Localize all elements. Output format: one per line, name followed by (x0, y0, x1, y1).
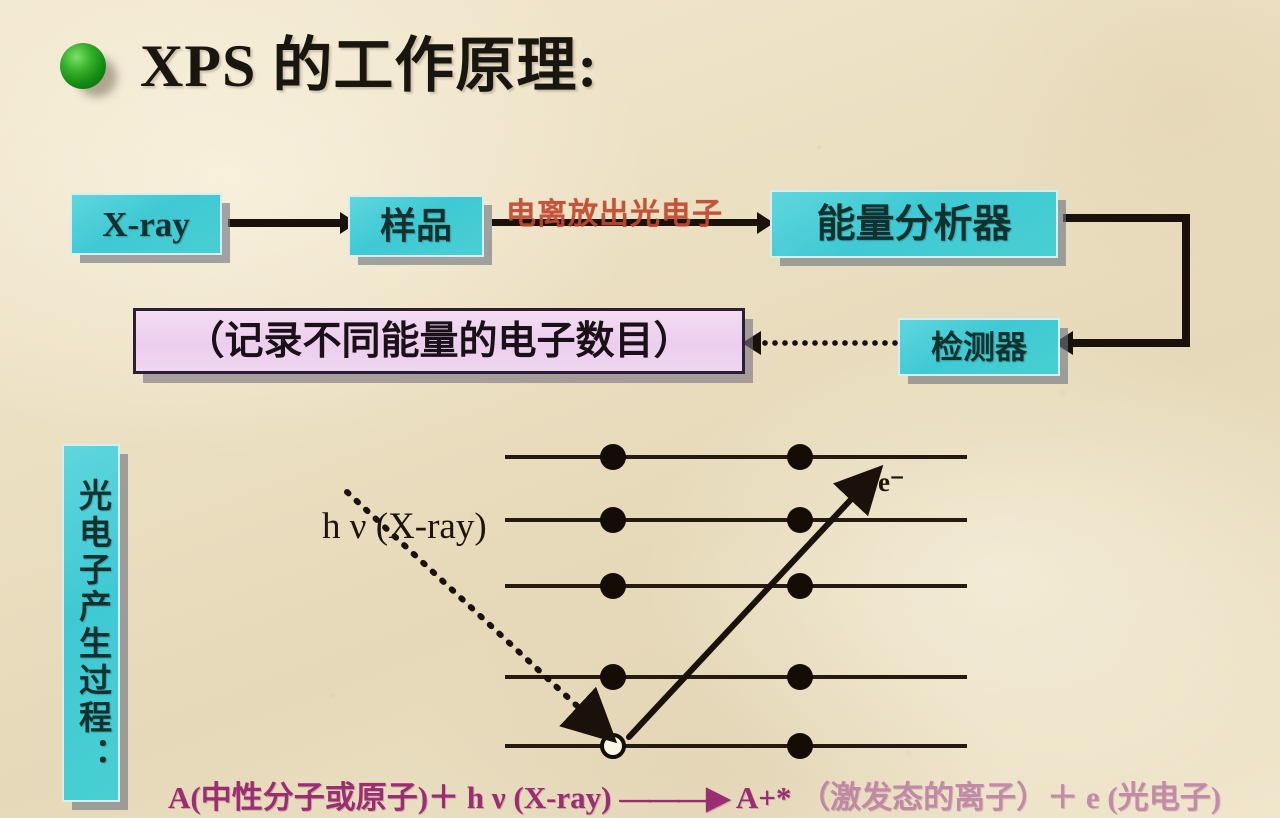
dotted-arrow-detector-to-record-line (760, 340, 900, 346)
flow-box-xray[interactable]: X-ray (70, 193, 222, 255)
electron-dot (787, 664, 813, 690)
electron-dot (787, 573, 813, 599)
arrow-sample-to-analyzer-line (492, 219, 762, 226)
ejected-electron-label: e⁻ (878, 467, 905, 497)
page-title: XPS 的工作原理: (140, 33, 599, 99)
flow-box-sample[interactable]: 样品 (348, 195, 484, 257)
energy-level-line (505, 744, 967, 748)
energy-level-line (505, 675, 967, 679)
flow-box-record-electron-count[interactable]: （记录不同能量的电子数目） (133, 308, 745, 374)
flow-box-energy-analyzer[interactable]: 能量分析器 (770, 190, 1058, 258)
return-path-top-segment (1063, 214, 1190, 222)
electron-dot (787, 444, 813, 470)
equation-product-ion: A+* (735, 780, 792, 815)
arrow-annotation-ionization: 电离放出光电子 (506, 198, 723, 231)
electron-dot (600, 444, 626, 470)
ejected-electron-arrow (626, 464, 884, 740)
flow-box-record-label: （记录不同能量的电子数目） (185, 319, 693, 363)
return-path-vertical-segment (1182, 214, 1190, 346)
return-path-bottom-segment (1072, 339, 1190, 347)
flow-box-detector-label: 检测器 (930, 329, 1027, 365)
electron-dot (787, 733, 813, 759)
vertical-label-photoelectron-process[interactable]: 光电子产生过程： (62, 444, 120, 802)
equation-left-side: A(中性分子或原子)＋ h ν (X-ray) (168, 780, 612, 815)
green-sphere-bullet-icon (60, 43, 106, 89)
flow-box-energy-analyzer-label: 能量分析器 (816, 202, 1012, 246)
electron-dot (600, 507, 626, 533)
photoemission-equation: A(中性分子或原子)＋ h ν (X-ray) ———▶ A+* （激发态的离子… (168, 778, 1278, 818)
slide-title-row: XPS 的工作原理: (60, 24, 598, 108)
electron-dot (787, 507, 813, 533)
arrow-xray-to-sample-line (228, 219, 344, 227)
electron-dot (600, 664, 626, 690)
energy-level-line (505, 518, 967, 522)
dotted-arrow-detector-to-record-head (742, 331, 761, 355)
photon-energy-label: h ν (X-ray) (322, 506, 487, 547)
flow-box-sample-label: 样品 (379, 206, 452, 246)
energy-level-line (505, 584, 967, 588)
equation-reaction-arrow: ———▶ (619, 780, 730, 815)
arrow-sample-to-analyzer-head (757, 212, 774, 234)
electron-dot (600, 573, 626, 599)
flow-box-xray-label: X-ray (102, 204, 190, 244)
electron-vacancy (600, 733, 626, 759)
equation-right-side: （激发态的离子）＋ e (光电子) (799, 780, 1222, 815)
vertical-label-text: 光电子产生过程： (73, 478, 110, 774)
energy-level-line (505, 455, 967, 459)
flow-box-detector[interactable]: 检测器 (898, 318, 1060, 376)
